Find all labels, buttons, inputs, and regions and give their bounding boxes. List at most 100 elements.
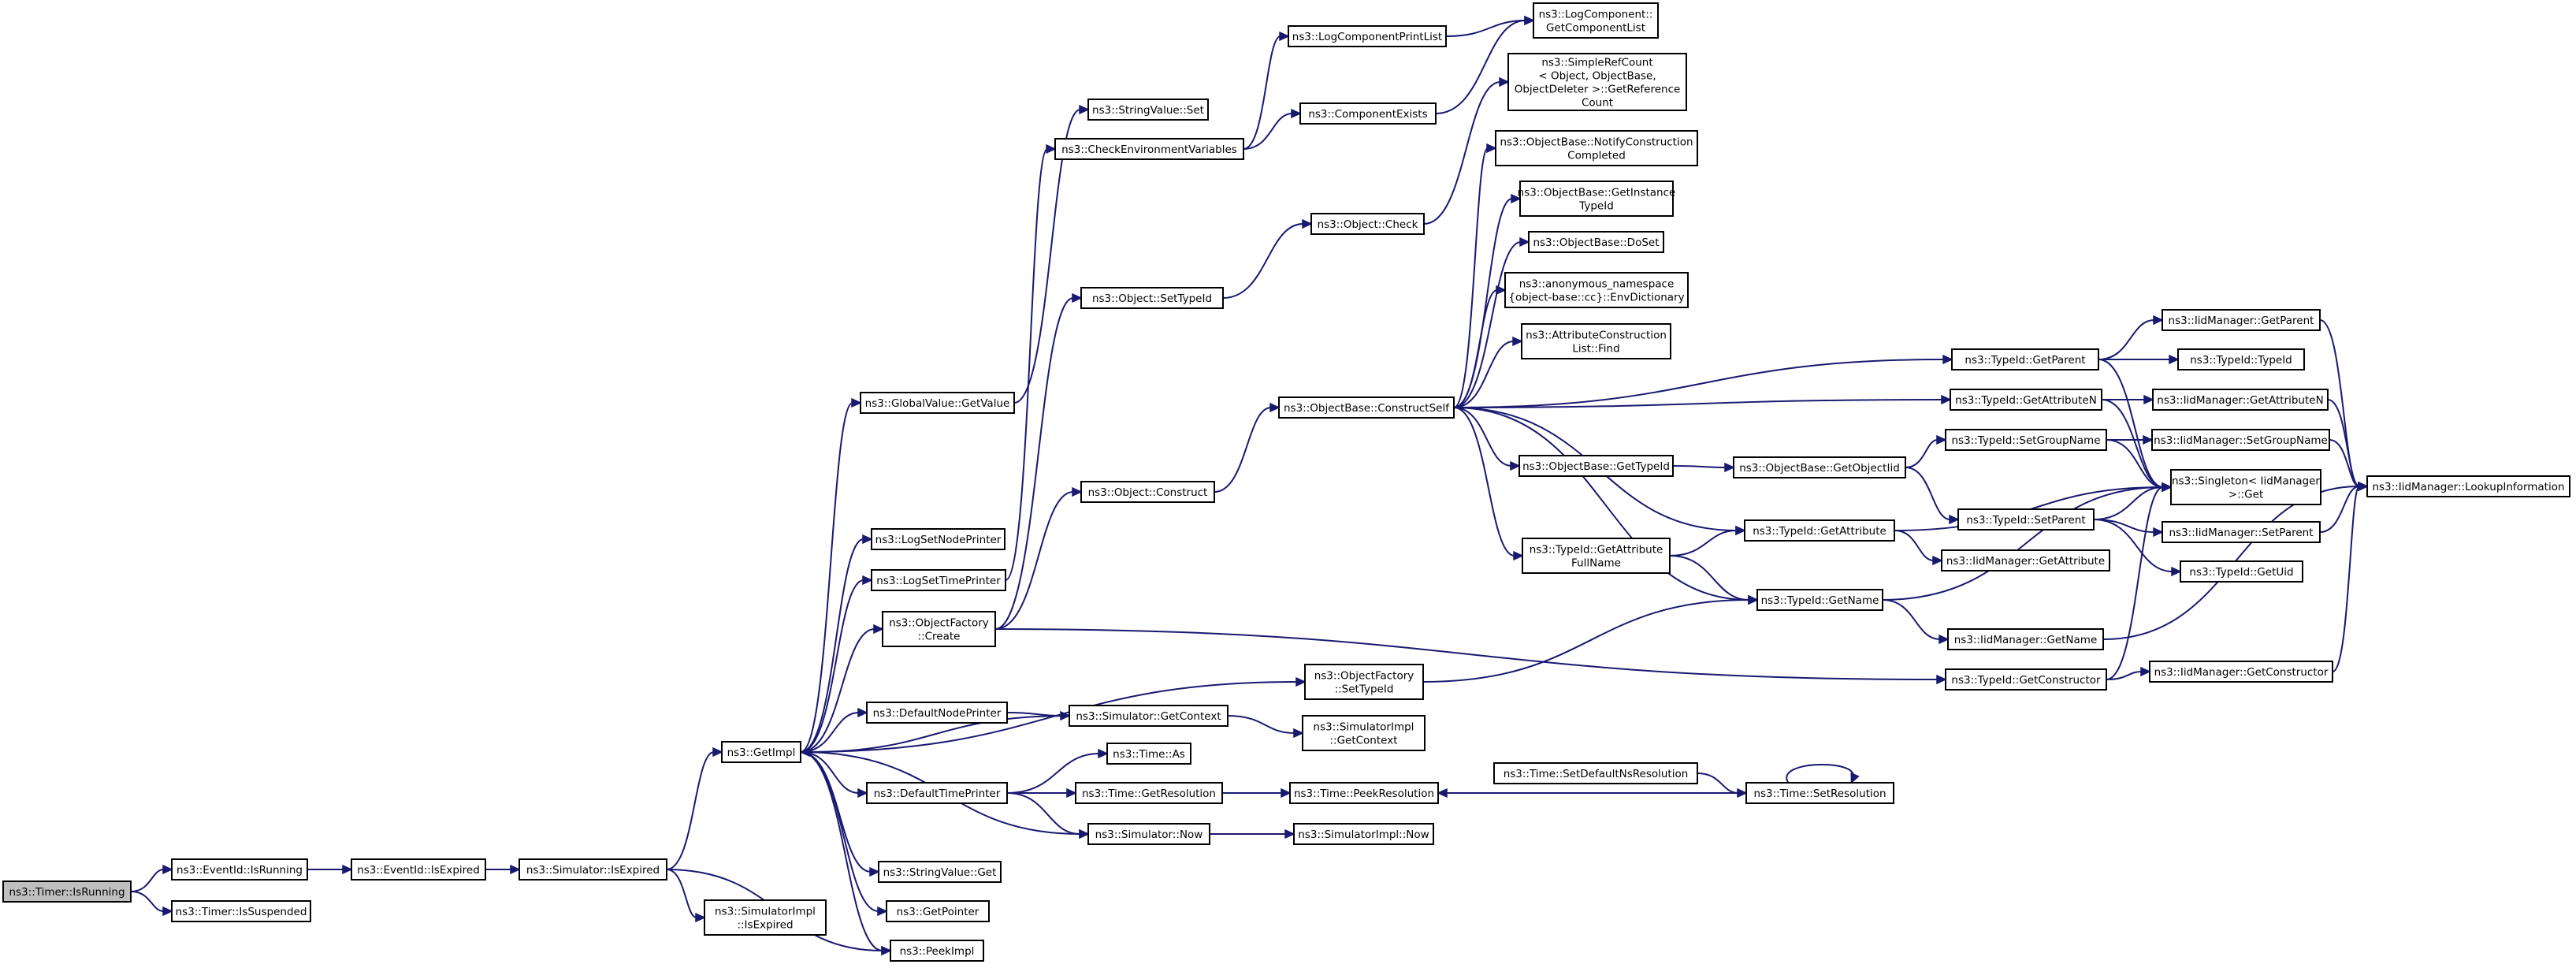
node-iidmanager-getattribute[interactable]: ns3::IidManager::GetAttribute <box>1941 549 2110 571</box>
edge-line <box>2106 439 2164 488</box>
edge-line <box>1894 530 1935 561</box>
node-globalvalue-getvalue[interactable]: ns3::GlobalValue::GetValue <box>860 392 1015 414</box>
edge-line <box>1006 712 1062 717</box>
node-iidmanager-setgroupname[interactable]: ns3::IidManager::SetGroupName <box>2151 429 2330 451</box>
node-simplerefcount[interactable]: ns3::SimpleRefCount< Object, ObjectBase,… <box>1507 53 1687 111</box>
node-logcomponentprintlist[interactable]: ns3::LogComponentPrintList <box>1288 25 1447 47</box>
node-logsetnodeprinter[interactable]: ns3::LogSetNodePrinter <box>871 528 1005 550</box>
node-typeid-setgroupname[interactable]: ns3::TypeId::SetGroupName <box>1945 429 2107 451</box>
call-edge <box>1453 143 1497 408</box>
node-logcomponent-getlist[interactable]: ns3::LogComponent::GetComponentList <box>1533 2 1659 39</box>
node-objectbase-gettypeid[interactable]: ns3::ObjectBase::GetTypeId <box>1518 455 1674 477</box>
node-simulator-getcontext[interactable]: ns3::Simulator::GetContext <box>1069 705 1229 727</box>
node-simulator-isexpired[interactable]: ns3::Simulator::IsExpired <box>519 858 667 881</box>
edge-line <box>994 297 1074 630</box>
node-iidmanager-lookupinformation[interactable]: ns3::IidManager::LookupInformation <box>2366 475 2570 497</box>
node-eventid-isrunning[interactable]: ns3::EventId::IsRunning <box>171 858 308 881</box>
node-defaulttimeprinter[interactable]: ns3::DefaultTimePrinter <box>866 782 1008 804</box>
node-eventid-isexpired[interactable]: ns3::EventId::IsExpired <box>351 858 486 881</box>
call-edge <box>2327 399 2369 492</box>
node-iidmanager-getparent[interactable]: ns3::IidManager::GetParent <box>2162 309 2321 331</box>
node-notifyconstruction[interactable]: ns3::ObjectBase::NotifyConstructionCompl… <box>1495 130 1698 166</box>
node-iidmanager-getname[interactable]: ns3::IidManager::GetName <box>1947 628 2104 650</box>
node-componentexists[interactable]: ns3::ComponentExists <box>1299 102 1437 125</box>
node-time-peekresolution[interactable]: ns3::Time::PeekResolution <box>1289 782 1439 804</box>
node-objectbase-getobjectiid[interactable]: ns3::ObjectBase::GetObjectIid <box>1733 456 1906 478</box>
call-edge <box>1453 285 1507 408</box>
node-timer-issuspended[interactable]: ns3::Timer::IsSuspended <box>171 900 311 922</box>
node-singleton-get[interactable]: ns3::Singleton< IidManager >::Get <box>2170 469 2321 505</box>
node-label-line: ns3::StringValue::Get <box>883 866 997 879</box>
edge-arrowhead <box>877 906 888 917</box>
node-label-line: ns3::Timer::IsRunning <box>9 886 125 899</box>
node-label-line: ns3::TypeId::GetName <box>1761 594 1879 607</box>
edge-line <box>1669 555 1750 601</box>
node-objectbase-constructself[interactable]: ns3::ObjectBase::ConstructSelf <box>1278 397 1455 419</box>
node-objectbase-doset[interactable]: ns3::ObjectBase::DoSet <box>1528 231 1664 253</box>
node-typeid-getuid[interactable]: ns3::TypeId::GetUid <box>2180 560 2303 583</box>
node-defaultnodeprinter[interactable]: ns3::DefaultNodePrinter <box>866 702 1008 724</box>
edge-arrowhead <box>342 864 353 875</box>
node-box <box>1293 823 1434 845</box>
node-checkenv[interactable]: ns3::CheckEnvironmentVariables <box>1054 138 1244 160</box>
node-logsettimeprinter[interactable]: ns3::LogSetTimePrinter <box>871 569 1006 591</box>
call-edge <box>2332 481 2369 672</box>
node-box <box>2152 389 2329 411</box>
edge-arrowhead <box>510 864 521 875</box>
edge-arrowhead <box>2153 527 2164 538</box>
node-objectfactory-settypeid[interactable]: ns3::ObjectFactory::SetTypeId <box>1304 664 1424 700</box>
node-time-setresolution[interactable]: ns3::Time::SetResolution <box>1745 782 1894 804</box>
node-box <box>866 702 1008 724</box>
node-object-construct[interactable]: ns3::Object::Construct <box>1080 481 1215 503</box>
node-iidmanager-getconstructor[interactable]: ns3::IidManager::GetConstructor <box>2149 661 2333 683</box>
node-simimpl-getcontext[interactable]: ns3::SimulatorImpl::GetContext <box>1302 715 1426 751</box>
node-box <box>878 861 1002 883</box>
node-iidmanager-getattributen[interactable]: ns3::IidManager::GetAttributeN <box>2152 389 2329 411</box>
node-getimpl[interactable]: ns3::GetImpl <box>721 741 801 763</box>
node-label-line: ns3::SimulatorImpl::Now <box>1298 828 1429 841</box>
node-iidmanager-setparent[interactable]: ns3::IidManager::SetParent <box>2162 521 2321 543</box>
node-stringvalue-get[interactable]: ns3::StringValue::Get <box>878 861 1002 883</box>
node-objectfactory-create[interactable]: ns3::ObjectFactory::Create <box>882 611 996 647</box>
node-time-as[interactable]: ns3::Time::As <box>1106 743 1191 765</box>
node-label-line: ns3::GetPointer <box>897 906 979 918</box>
node-time-setdefaultnsresolution[interactable]: ns3::Time::SetDefaultNsResolution <box>1493 762 1698 784</box>
node-label-line: ns3::LogSetTimePrinter <box>876 575 1001 587</box>
node-typeid-typeid[interactable]: ns3::TypeId::TypeId <box>2177 348 2305 370</box>
node-simimpl-isexpired[interactable]: ns3::SimulatorImpl::IsExpired <box>704 899 827 936</box>
node-typeid-getname[interactable]: ns3::TypeId::GetName <box>1756 589 1883 611</box>
node-box <box>1945 668 2107 691</box>
node-typeid-setparent[interactable]: ns3::TypeId::SetParent <box>1957 508 2095 531</box>
call-edge <box>800 751 880 877</box>
edge-arrowhead <box>1284 828 1295 840</box>
edge-line <box>1453 289 1498 408</box>
node-stringvalue-set[interactable]: ns3::StringValue::Set <box>1087 99 1209 121</box>
node-object-check[interactable]: ns3::Object::Check <box>1310 213 1425 235</box>
node-typeid-getparent[interactable]: ns3::TypeId::GetParent <box>1951 348 2099 370</box>
node-label-line: ::SetTypeId <box>1335 683 1394 695</box>
node-timer-isrunning[interactable]: ns3::Timer::IsRunning <box>2 881 132 903</box>
node-box <box>1087 823 1210 845</box>
node-typeid-getconstructor[interactable]: ns3::TypeId::GetConstructor <box>1945 668 2107 691</box>
call-edges <box>130 15 2369 956</box>
node-typeid-getattributen[interactable]: ns3::TypeId::GetAttributeN <box>1950 389 2102 411</box>
node-peekimpl[interactable]: ns3::PeekImpl <box>890 940 984 962</box>
node-simimpl-now[interactable]: ns3::SimulatorImpl::Now <box>1293 823 1434 845</box>
node-time-getresolution[interactable]: ns3::Time::GetResolution <box>1075 782 1223 804</box>
node-typeid-getattribute[interactable]: ns3::TypeId::GetAttribute <box>1744 519 1895 542</box>
node-object-settypeid[interactable]: ns3::Object::SetTypeId <box>1080 287 1224 309</box>
node-label-line: Completed <box>1567 149 1626 162</box>
node-envdictionary[interactable]: ns3::anonymous_namespace{object-base::cc… <box>1504 272 1689 308</box>
node-getpointer[interactable]: ns3::GetPointer <box>886 900 990 922</box>
node-box <box>1278 397 1455 419</box>
node-simulator-now[interactable]: ns3::Simulator::Now <box>1087 823 1210 845</box>
node-box <box>519 858 667 881</box>
node-label-line: ns3::CheckEnvironmentVariables <box>1061 143 1237 156</box>
edge-line <box>2106 671 2143 680</box>
edge-line <box>1453 341 1515 408</box>
edge-arrowhead <box>2143 434 2154 445</box>
